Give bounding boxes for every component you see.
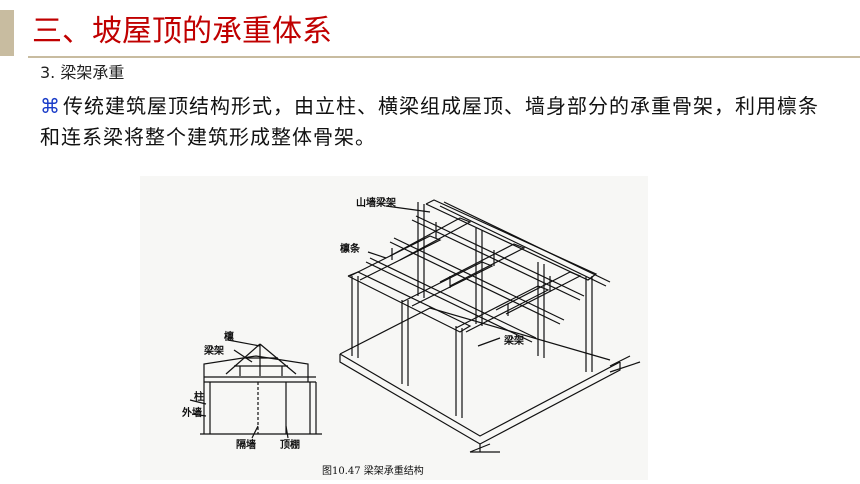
label-partition-wall: 隔墙 (236, 438, 256, 451)
ridge-beam (425, 199, 598, 281)
title-divider (28, 56, 860, 58)
figure-panel: 山墙梁架 檩条 梁架 檩 梁架 柱 外墙 隔墙 顶棚 图10.47 梁架承重结构 (140, 176, 648, 480)
beam-frame-3 (455, 285, 550, 333)
section-roof-outline (203, 355, 309, 382)
purlin-3 (411, 219, 581, 301)
beam-frame-structure-illustration: 山墙梁架 檩条 梁架 檩 梁架 柱 外墙 隔墙 顶棚 图10.47 梁架承重结构 (181, 196, 641, 477)
label-exterior-wall: 外墙 (181, 406, 202, 419)
label-beam-frame-left: 梁架 (203, 344, 224, 357)
label-column: 柱 (194, 390, 204, 403)
label-ceiling: 顶棚 (280, 438, 300, 451)
purlin-1 (365, 261, 533, 343)
label-beam-frame-right: 梁架 (503, 334, 524, 347)
command-bullet-icon: ⌘ (40, 94, 61, 118)
beam-frame-2 (401, 261, 494, 307)
slide-title: 三、坡屋顶的承重体系 (32, 14, 332, 49)
title-accent-block (0, 10, 14, 56)
bullet-paragraph: ⌘传统建筑屋顶结构形式，由立柱、横梁组成屋顶、墙身部分的承重骨架，利用檩条和连系… (40, 91, 830, 153)
base-slab-front-edge (339, 353, 621, 437)
label-purlin-left: 檩 (224, 330, 234, 343)
bullet-text: 传统建筑屋顶结构形式，由立柱、横梁组成屋顶、墙身部分的承重骨架，利用檩条和连系梁… (40, 94, 819, 149)
front-tie-beam (347, 271, 472, 333)
figure-caption: 图10.47 梁架承重结构 (322, 464, 424, 477)
label-gable-beam-frame: 山墙梁架 (356, 196, 396, 209)
beam-frame-1 (349, 235, 442, 281)
purlin-2 (389, 241, 561, 325)
section-subheading: 3. 梁架承重 (40, 63, 125, 82)
label-purlin-right: 檩条 (340, 242, 361, 255)
